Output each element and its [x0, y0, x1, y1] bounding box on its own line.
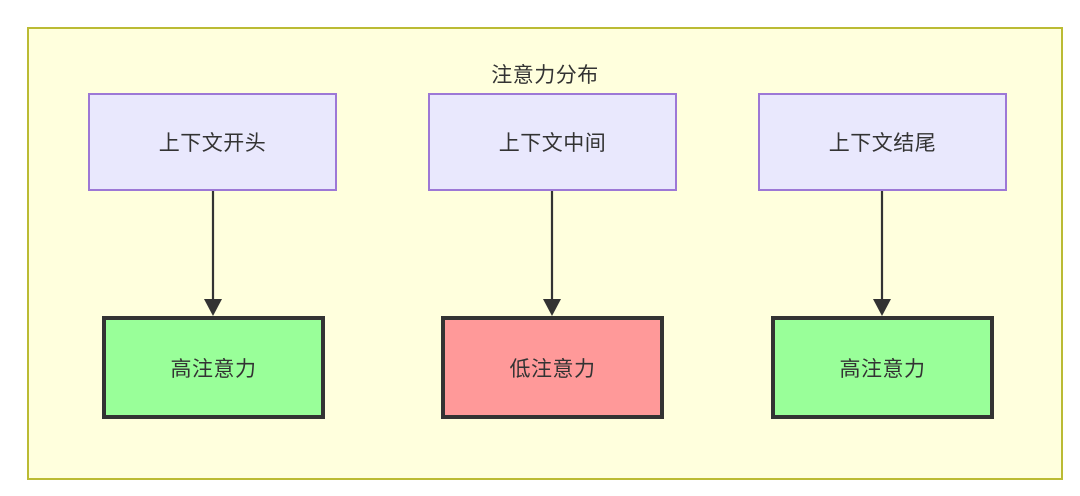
- node-context-start[interactable]: 上下文开头: [88, 93, 337, 191]
- node-context-end[interactable]: 上下文结尾: [758, 93, 1007, 191]
- node-outcome-high-end[interactable]: 高注意力: [771, 316, 994, 419]
- node-outcome-high-start[interactable]: 高注意力: [102, 316, 325, 419]
- node-label: 上下文结尾: [828, 132, 937, 155]
- node-label: 上下文中间: [498, 132, 607, 155]
- node-label: 高注意力: [839, 357, 926, 381]
- node-label: 上下文开头: [158, 132, 267, 155]
- node-label: 低注意力: [509, 357, 596, 381]
- node-outcome-low-middle[interactable]: 低注意力: [441, 316, 664, 419]
- subgraph-title: 注意力分布: [491, 64, 599, 87]
- node-label: 高注意力: [170, 357, 257, 381]
- node-context-middle[interactable]: 上下文中间: [428, 93, 677, 191]
